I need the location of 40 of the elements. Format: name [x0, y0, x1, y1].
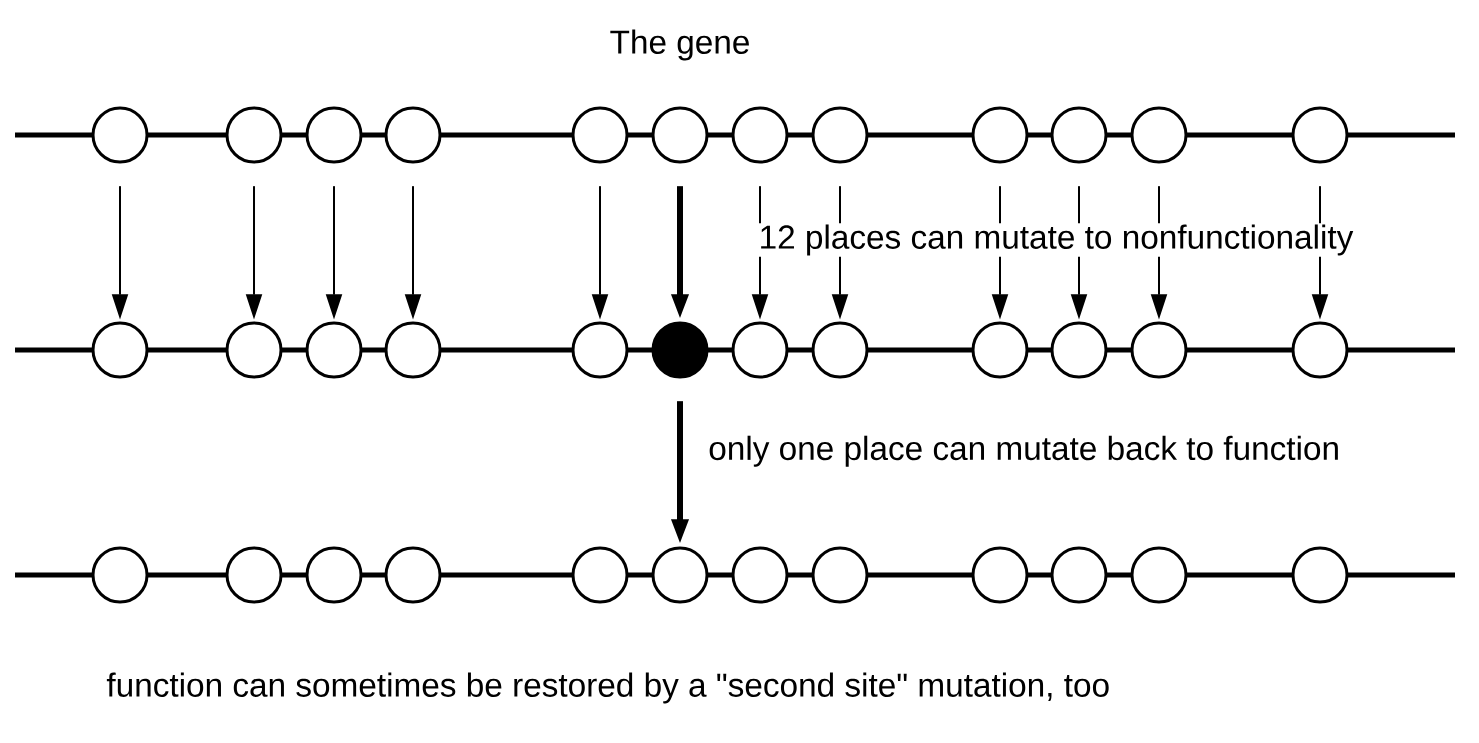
circle	[91, 106, 149, 164]
circle	[91, 546, 149, 604]
caption: function can sometimes be restored by a "second site" mutation, too	[106, 672, 1109, 704]
circle	[305, 106, 363, 164]
circle	[91, 321, 149, 379]
circle	[225, 106, 283, 164]
circle	[1050, 546, 1108, 604]
title: The gene	[610, 29, 749, 61]
circle	[571, 106, 629, 164]
circle	[1050, 106, 1108, 164]
circle	[1130, 321, 1188, 379]
circle	[811, 321, 869, 379]
circle	[384, 546, 442, 604]
circle	[1050, 321, 1108, 379]
circle	[571, 321, 629, 379]
circle	[305, 321, 363, 379]
circle	[305, 546, 363, 604]
note-text: 12 places can mutate to nonfunctionality	[761, 224, 1354, 256]
circle	[1130, 546, 1188, 604]
circle	[811, 106, 869, 164]
circle	[1130, 106, 1188, 164]
circle	[971, 546, 1029, 604]
circle	[731, 321, 789, 379]
edge-label: only one place can mutate back to function	[709, 435, 1338, 467]
circle	[651, 106, 709, 164]
circle	[971, 106, 1029, 164]
circle	[971, 321, 1029, 379]
circle	[731, 546, 789, 604]
circle	[651, 546, 709, 604]
circle	[384, 106, 442, 164]
circle	[571, 546, 629, 604]
circle	[225, 321, 283, 379]
circle	[384, 321, 442, 379]
circle	[1291, 321, 1349, 379]
circle	[1291, 106, 1349, 164]
circle	[1291, 546, 1349, 604]
circle	[731, 106, 789, 164]
circle	[225, 546, 283, 604]
circle	[811, 546, 869, 604]
filled-circle	[651, 321, 709, 379]
